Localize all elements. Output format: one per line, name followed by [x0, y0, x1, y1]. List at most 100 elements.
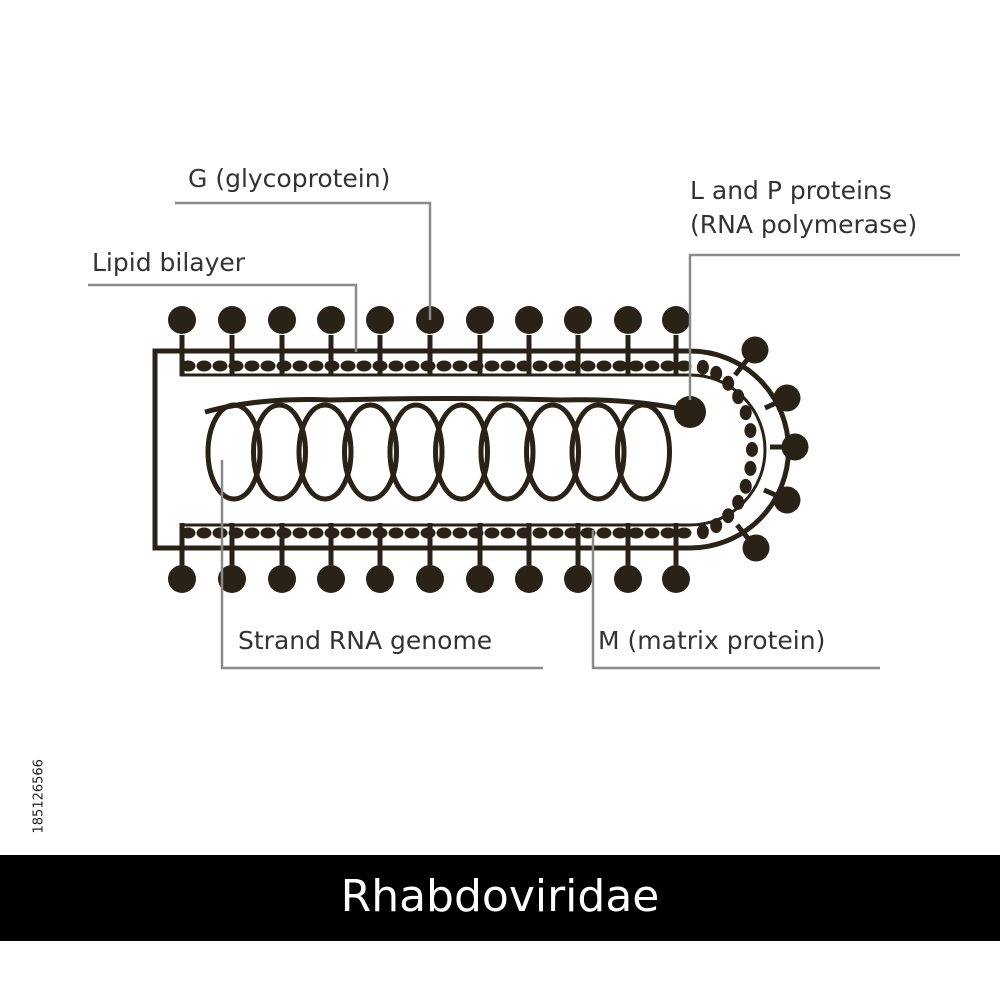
- rna-genome-coil: [569, 402, 627, 502]
- matrix-bead: [660, 527, 676, 539]
- matrix-bead: [548, 360, 564, 372]
- glycoprotein-spike: [466, 306, 494, 334]
- matrix-bead: [356, 360, 372, 372]
- matrix-bead: [628, 360, 644, 372]
- matrix-bead: [612, 527, 628, 539]
- glycoprotein-spike: [218, 565, 246, 593]
- outer-membrane: [152, 348, 791, 551]
- rna-genome-coil: [433, 402, 490, 502]
- rna-genome-coil: [524, 402, 581, 502]
- label-lipid-bilayer: Lipid bilayer: [92, 248, 246, 277]
- matrix-bead: [212, 360, 228, 372]
- glycoprotein-spike: [515, 306, 543, 334]
- matrix-bead: [308, 360, 324, 372]
- glycoprotein-spike: [366, 306, 394, 334]
- matrix-bead: [500, 360, 516, 372]
- matrix-bead: [260, 360, 276, 372]
- matrix-bead: [660, 360, 676, 372]
- rna-genome-coil: [342, 402, 399, 502]
- glycoprotein-spike: [742, 534, 770, 562]
- matrix-bead: [580, 360, 596, 372]
- stock-id-text: 185126566: [31, 759, 47, 834]
- matrix-bead: [722, 508, 735, 524]
- matrix-bead: [722, 375, 735, 391]
- glycoprotein-spike: [614, 306, 642, 334]
- matrix-bead: [292, 360, 308, 372]
- matrix-bead: [732, 494, 745, 510]
- matrix-bead: [436, 360, 452, 372]
- matrix-bead: [596, 527, 612, 539]
- rna-genome-coil: [615, 402, 672, 502]
- matrix-bead: [746, 442, 758, 457]
- leader-l-p-proteins: [688, 253, 960, 400]
- leader-strand-rna: [220, 460, 543, 670]
- matrix-bead: [696, 524, 709, 540]
- matrix-bead: [710, 365, 723, 381]
- leader-glycoprotein: [175, 201, 432, 320]
- matrix-bead: [388, 360, 404, 372]
- glycoprotein-spike: [515, 565, 543, 593]
- glycoprotein-spike: [662, 565, 690, 593]
- glycoprotein-spike: [564, 565, 592, 593]
- glycoprotein-spike: [662, 306, 690, 334]
- glycoprotein-spike: [317, 306, 345, 334]
- stock-id-watermark: 185126566: [30, 759, 48, 835]
- glycoprotein-spike: [741, 336, 769, 364]
- rna-genome-coil: [251, 402, 308, 502]
- glycoprotein-spike: [366, 565, 394, 593]
- matrix-bead: [644, 527, 660, 539]
- title-bar: Rhabdoviridae: [0, 855, 1000, 941]
- matrix-bead: [744, 460, 757, 476]
- matrix-bead: [452, 527, 468, 539]
- matrix-bead: [644, 360, 660, 372]
- matrix-bead: [292, 527, 308, 539]
- matrix-bead: [739, 405, 752, 421]
- leader-matrix-protein: [591, 530, 880, 670]
- matrix-bead: [388, 527, 404, 539]
- matrix-bead: [452, 360, 468, 372]
- glycoprotein-spike: [564, 306, 592, 334]
- matrix-bead: [404, 360, 420, 372]
- matrix-bead: [484, 360, 500, 372]
- glycoprotein-spike: [773, 486, 801, 514]
- rna-genome-backbone: [204, 396, 686, 415]
- matrix-bead: [696, 359, 709, 375]
- matrix-bead: [744, 423, 757, 439]
- leader-lipid-bilayer: [88, 283, 358, 352]
- matrix-bead: [244, 360, 260, 372]
- label-l-and-p-proteins: L and P proteins: [690, 176, 892, 205]
- matrix-bead: [404, 527, 420, 539]
- matrix-bead: [596, 360, 612, 372]
- matrix-bead: [356, 527, 372, 539]
- matrix-bead: [739, 478, 752, 494]
- label-strand-rna-genome: Strand RNA genome: [238, 626, 493, 655]
- leader-lines: [88, 201, 960, 670]
- matrix-bead: [340, 527, 356, 539]
- matrix-bead: [628, 527, 644, 539]
- matrix-bead: [196, 360, 212, 372]
- l-p-protein: [674, 396, 706, 428]
- matrix-bead: [436, 527, 452, 539]
- diagram-title: Rhabdoviridae: [340, 871, 660, 922]
- glycoprotein-spike: [416, 565, 444, 593]
- virus-particle: [152, 306, 809, 593]
- matrix-bead: [676, 360, 692, 372]
- matrix-bead: [732, 389, 745, 405]
- matrix-bead: [710, 518, 723, 534]
- rna-genome-coil: [387, 402, 445, 502]
- matrix-bead: [548, 527, 564, 539]
- matrix-bead: [260, 527, 276, 539]
- matrix-bead: [532, 527, 548, 539]
- matrix-bead: [212, 527, 228, 539]
- glycoprotein-spike: [268, 306, 296, 334]
- glycoprotein-spike: [781, 433, 809, 461]
- matrix-bead: [244, 527, 260, 539]
- matrix-bead: [308, 527, 324, 539]
- matrix-bead: [532, 360, 548, 372]
- matrix-bead: [676, 527, 692, 539]
- rna-genome-coil: [205, 402, 263, 502]
- glycoprotein-spike: [168, 565, 196, 593]
- rna-genome-coil: [296, 402, 354, 502]
- glycoprotein-spike: [168, 306, 196, 334]
